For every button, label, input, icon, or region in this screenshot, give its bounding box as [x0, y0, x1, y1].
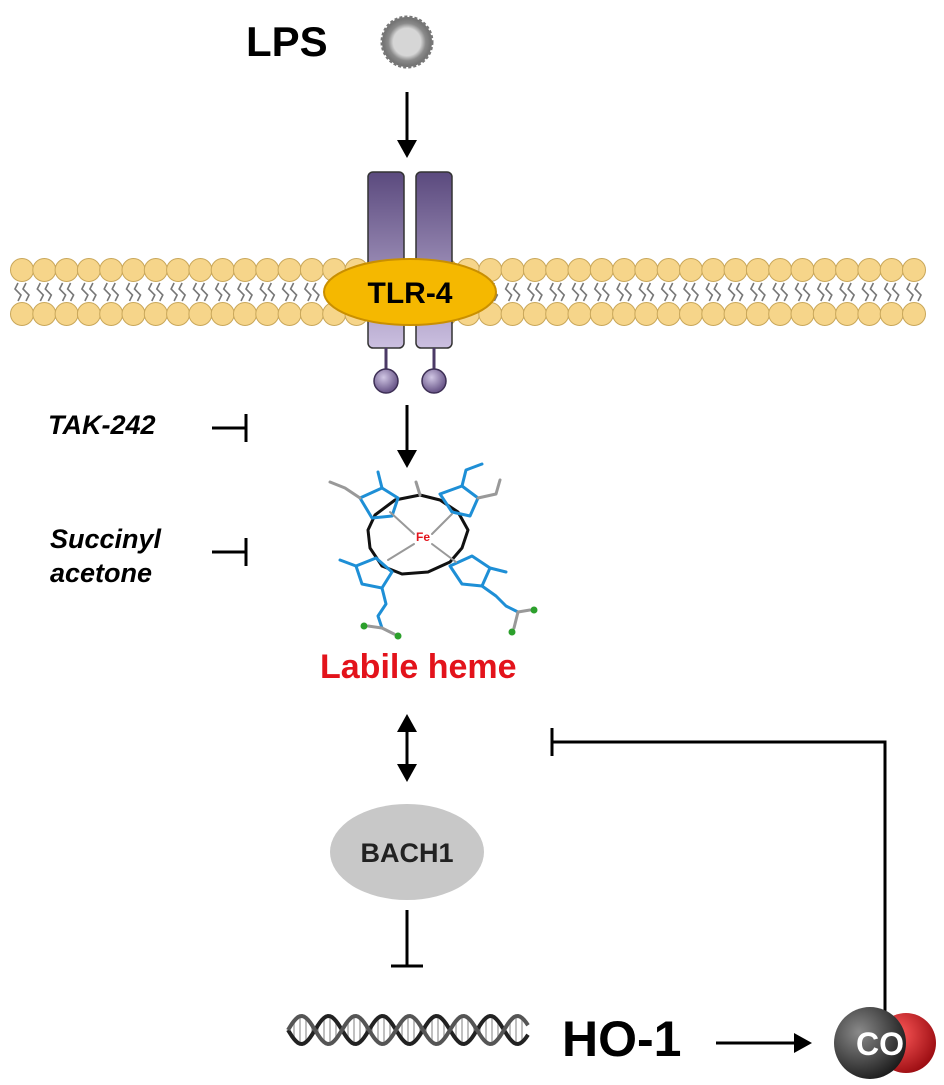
- tak242-inhibition-bar: [212, 414, 248, 442]
- dna-helix-icon: [286, 1013, 530, 1047]
- co-feedback-inhibition-line: [550, 728, 887, 1020]
- bach1-ellipse: [330, 804, 484, 900]
- succinyl-acetone-line1: Succinyl: [50, 524, 162, 554]
- tir-domain-right-icon: [421, 368, 447, 394]
- bach1-inhibition-bar: [391, 910, 423, 968]
- labile-heme-label: Labile heme: [320, 648, 517, 686]
- lps-label: LPS: [246, 18, 328, 65]
- arrow-heme-bach1-bidirectional: [397, 714, 417, 782]
- fe-label: Fe: [416, 530, 431, 544]
- bach1-label: BACH1: [360, 838, 453, 868]
- heme-molecule-icon: [328, 462, 538, 640]
- lps-particle-icon: [380, 15, 434, 69]
- tak242-label: TAK-242: [48, 410, 156, 440]
- ho1-label: HO-1: [562, 1011, 682, 1067]
- tir-domain-left-icon: [373, 368, 399, 394]
- co-molecule-icon: CO: [834, 1007, 936, 1079]
- tlr4-label: TLR-4: [368, 277, 453, 310]
- succinyl-acetone-line2: acetone: [50, 558, 153, 588]
- co-label: CO: [856, 1026, 904, 1062]
- tlr4-ellipse: [323, 258, 497, 326]
- succinyl-acetone-label: Succinyl acetone: [50, 522, 161, 590]
- succinyl-inhibition-bar: [212, 538, 248, 566]
